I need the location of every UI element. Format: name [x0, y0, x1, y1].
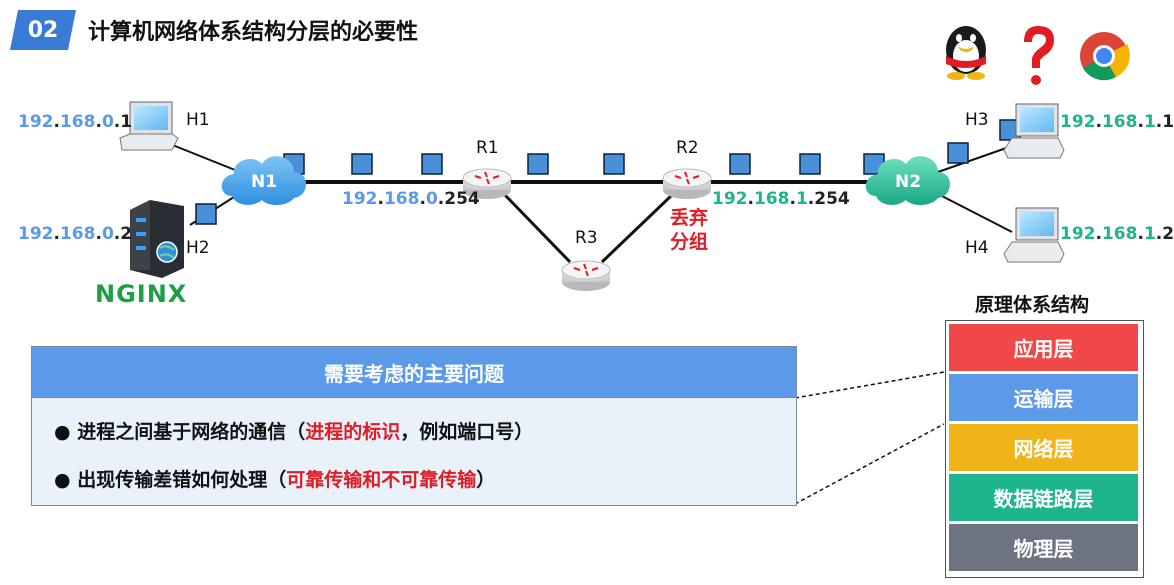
router-r1-label: R1 — [476, 138, 499, 158]
layer-datalink: 数据链路层 — [949, 474, 1138, 521]
packet — [421, 153, 443, 175]
layer-application: 应用层 — [949, 324, 1138, 371]
question-mark-icon — [1024, 26, 1054, 85]
ip-r1: 192.168.0.254 — [342, 189, 480, 209]
laptop-h3 — [1003, 103, 1065, 159]
laptop-h4 — [1003, 207, 1065, 263]
ip-h1: 192.168.0.1 — [18, 112, 133, 132]
packet — [351, 153, 373, 175]
server-h2 — [130, 200, 184, 278]
ip-h2: 192.168.0.2 — [18, 224, 133, 244]
network-cloud-n2 — [865, 156, 950, 205]
problem-item: ● 进程之间基于网络的通信（进程的标识，例如端口号） — [54, 421, 534, 443]
architecture-title: 原理体系结构 — [975, 294, 1090, 316]
layer-physical: 物理层 — [949, 524, 1138, 571]
ip-r2: 192.168.1.254 — [712, 189, 850, 209]
packet — [799, 153, 821, 175]
packet — [603, 153, 625, 175]
packet — [527, 153, 549, 175]
host-h3-label: H3 — [965, 110, 989, 130]
host-h1-label: H1 — [186, 110, 210, 130]
router-r2 — [662, 168, 712, 199]
architecture-layer-stack: 应用层 运输层 网络层 数据链路层 物理层 — [945, 320, 1144, 578]
nginx-logo: NGINX — [95, 280, 188, 308]
layer-network: 网络层 — [949, 424, 1138, 471]
mapping-lines — [794, 371, 945, 505]
network-n2-label: N2 — [895, 172, 922, 192]
host-h2-label: H2 — [186, 238, 210, 258]
problem-item: ● 出现传输差错如何处理（可靠传输和不可靠传输） — [54, 469, 496, 491]
host-h4-label: H4 — [965, 238, 989, 258]
router-r3-label: R3 — [575, 228, 598, 248]
network-n1-label: N1 — [251, 172, 278, 192]
problems-header: 需要考虑的主要问题 — [32, 347, 796, 398]
page-title: 计算机网络体系结构分层的必要性 — [88, 20, 419, 45]
packet — [947, 142, 969, 164]
router-r1 — [462, 168, 512, 199]
ip-h3: 192.168.1.1 — [1060, 112, 1174, 132]
packet — [195, 203, 217, 225]
chrome-icon — [1080, 32, 1130, 81]
ip-h4: 192.168.1.2 — [1060, 224, 1174, 244]
laptop-h1 — [119, 101, 179, 151]
problems-box: 需要考虑的主要问题 ● 进程之间基于网络的通信（进程的标识，例如端口号） ● 出… — [31, 346, 797, 506]
section-badge: 02 — [10, 10, 76, 50]
packets — [195, 119, 1021, 225]
router-r2-label: R2 — [676, 138, 699, 158]
layer-transport: 运输层 — [949, 374, 1138, 421]
router-r3 — [561, 260, 611, 291]
drop-packet-note: 丢弃 分组 — [670, 207, 709, 253]
qq-penguin-icon — [946, 26, 986, 80]
network-cloud-n1 — [221, 156, 306, 205]
packet — [729, 153, 751, 175]
